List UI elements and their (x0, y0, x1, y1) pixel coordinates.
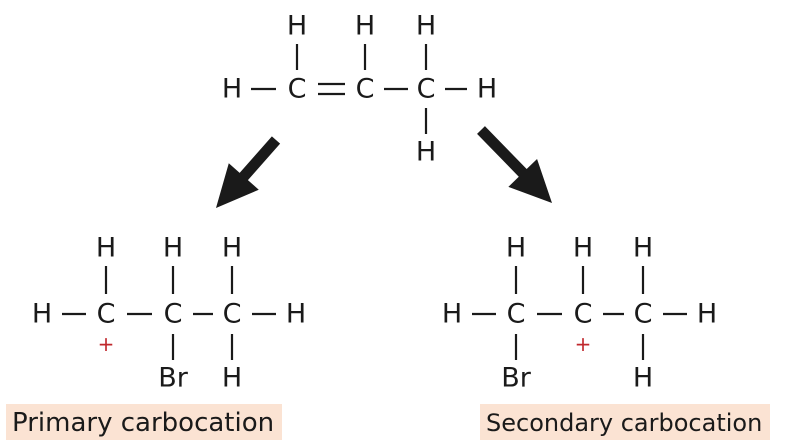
top-c3: C (417, 74, 436, 105)
secondary-c2: C (574, 299, 593, 330)
secondary-positive-charge: + (575, 332, 592, 356)
primary-h-c2: H (163, 233, 183, 264)
arrow-to-secondary (477, 126, 552, 203)
secondary-h-c2: H (573, 233, 593, 264)
primary-carbocation-caption: Primary carbocation (6, 404, 283, 440)
top-h-c3-down: H (416, 137, 436, 168)
primary-h-c3-up: H (222, 233, 242, 264)
reaction-arrows (216, 126, 552, 208)
bond-lines (62, 44, 687, 360)
secondary-c3: C (634, 299, 653, 330)
primary-h-c3-down: H (222, 363, 242, 394)
primary-positive-charge: + (98, 332, 115, 356)
secondary-br: Br (501, 363, 532, 394)
top-h-c3-up: H (416, 11, 436, 42)
primary-c2: C (164, 299, 183, 330)
top-h-left: H (222, 74, 242, 105)
secondary-carbocation-caption: Secondary carbocation (480, 404, 771, 440)
primary-h-c1: H (96, 233, 116, 264)
top-h-right: H (477, 74, 497, 105)
top-h-c2: H (355, 11, 375, 42)
top-c1: C (288, 74, 307, 105)
top-c2: C (356, 74, 375, 105)
top-h-c1: H (287, 11, 307, 42)
primary-c3: C (223, 299, 242, 330)
secondary-h-c3-down: H (633, 363, 653, 394)
atom-labels: H C C C H H H H H H C C C H H H H Br H + H C C C H H H H Br H + (32, 11, 717, 394)
primary-c1: C (97, 299, 116, 330)
secondary-h-c3-up: H (633, 233, 653, 264)
secondary-h-c1: H (506, 233, 526, 264)
secondary-h-right: H (697, 299, 717, 330)
secondary-h-left: H (442, 299, 462, 330)
arrow-to-primary (216, 136, 281, 208)
primary-br: Br (158, 363, 189, 394)
primary-h-right: H (286, 299, 306, 330)
primary-h-left: H (32, 299, 52, 330)
secondary-c1: C (507, 299, 526, 330)
